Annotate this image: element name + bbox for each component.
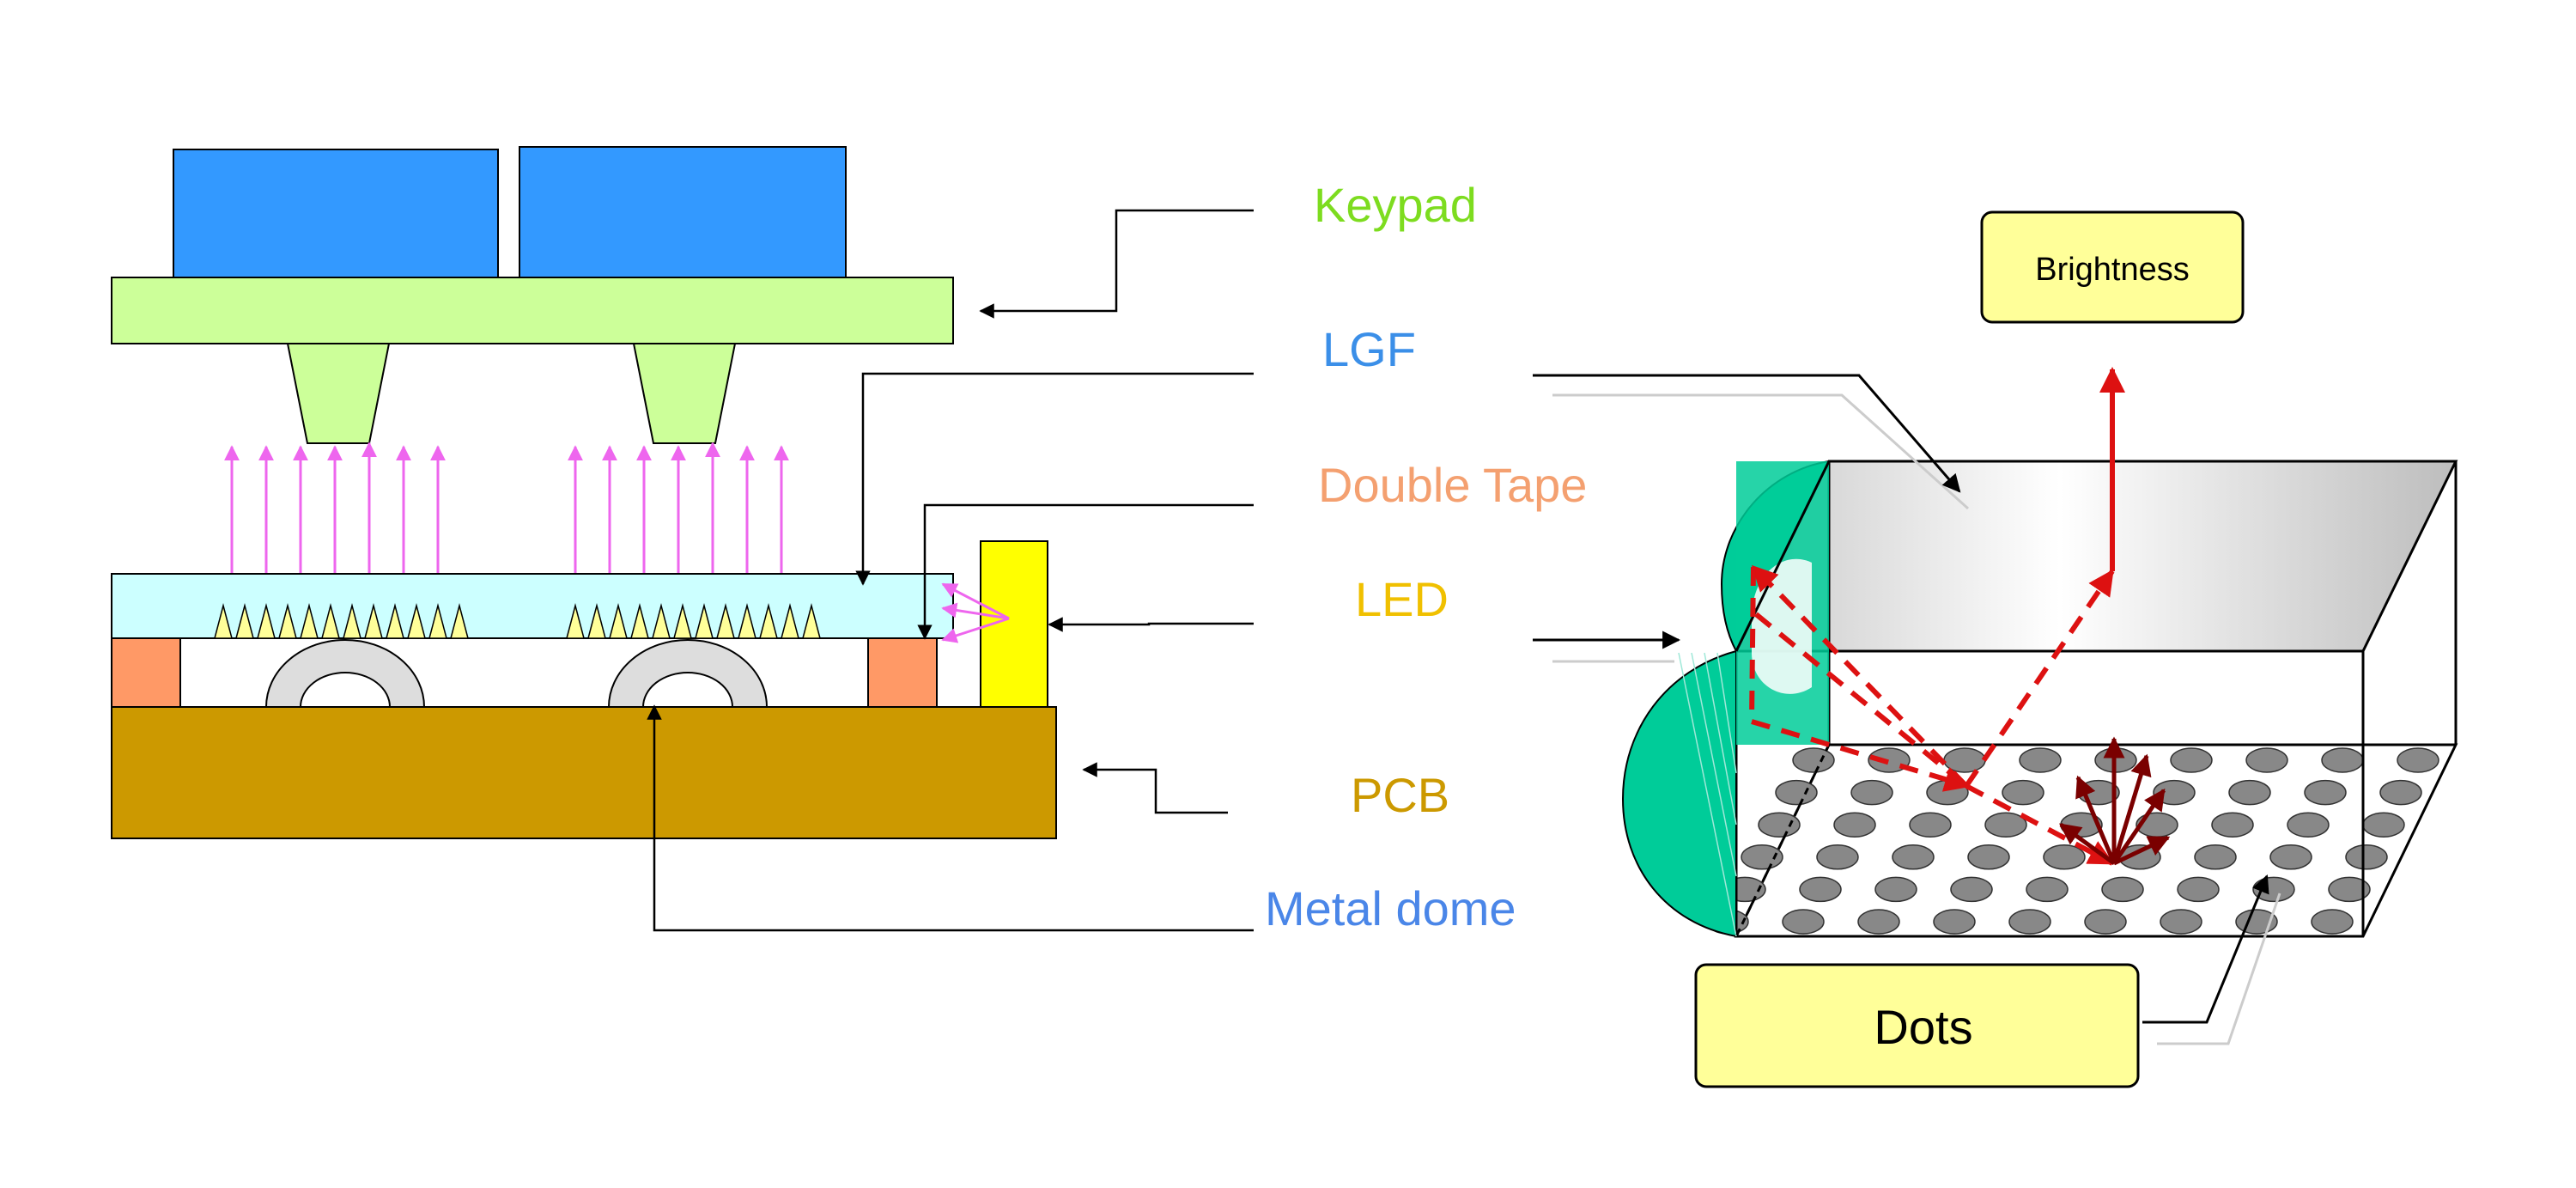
key-cap-left bbox=[173, 149, 499, 281]
dot bbox=[2194, 844, 2237, 870]
dot bbox=[2397, 747, 2439, 773]
lgf-triangles-left bbox=[214, 603, 469, 639]
dot bbox=[1850, 779, 1893, 806]
dot bbox=[2084, 909, 2127, 935]
dot bbox=[1758, 812, 1801, 838]
key-actuator-left bbox=[286, 343, 391, 444]
leader-lines bbox=[647, 209, 1254, 932]
dot bbox=[1816, 844, 1859, 870]
dot bbox=[2245, 747, 2288, 773]
dot bbox=[2304, 779, 2347, 806]
dot bbox=[1950, 876, 1993, 903]
light-paths bbox=[1749, 564, 2115, 866]
dot bbox=[2287, 812, 2330, 838]
label-led: LED bbox=[1355, 572, 1449, 626]
dot bbox=[2321, 747, 2364, 773]
dot bbox=[2345, 844, 2388, 870]
scatter-rays bbox=[2058, 736, 2171, 866]
label-metal-dome: Metal dome bbox=[1265, 881, 1516, 935]
dot bbox=[2008, 909, 2051, 935]
dot bbox=[2170, 747, 2213, 773]
dot bbox=[2311, 909, 2354, 935]
keypad-base bbox=[111, 277, 954, 344]
dot bbox=[1799, 876, 1842, 903]
dot bbox=[1868, 747, 1911, 773]
label-double-tape: Double Tape bbox=[1318, 458, 1587, 512]
double-tape-left bbox=[111, 637, 181, 708]
label-pcb: PCB bbox=[1351, 768, 1449, 822]
cross-section bbox=[111, 146, 1057, 839]
label-lgf: LGF bbox=[1322, 322, 1416, 376]
dot bbox=[1792, 747, 1835, 773]
dot bbox=[2362, 812, 2405, 838]
dot bbox=[2101, 876, 2144, 903]
dot bbox=[2228, 779, 2271, 806]
light-guide-dots bbox=[1706, 747, 2439, 935]
lgf-triangles-right bbox=[566, 603, 821, 639]
lgf-edge-highlight bbox=[1752, 558, 1812, 694]
dot bbox=[1933, 909, 1976, 935]
dot bbox=[2002, 779, 2044, 806]
label-keypad: Keypad bbox=[1314, 178, 1477, 232]
metal-dome-left bbox=[264, 639, 426, 708]
brightness-label: Brightness bbox=[2035, 252, 2190, 288]
dots-box bbox=[1694, 963, 2140, 1088]
dot bbox=[2211, 812, 2254, 838]
dot bbox=[2043, 844, 2086, 870]
metal-dome-right bbox=[607, 639, 769, 708]
key-cap-right bbox=[519, 146, 847, 281]
lgf-edge-cylinder bbox=[1621, 649, 1737, 938]
brightness-box bbox=[1980, 210, 2245, 324]
dot bbox=[1984, 812, 2027, 838]
dot bbox=[1967, 844, 2010, 870]
light-rays bbox=[224, 442, 789, 576]
dot bbox=[1741, 844, 1783, 870]
lgf-top-face bbox=[1734, 460, 2458, 653]
pcb-board bbox=[111, 706, 1057, 839]
dot bbox=[1892, 844, 1935, 870]
dot bbox=[2269, 844, 2312, 870]
dots-shadow-line bbox=[2157, 893, 2281, 1045]
lgf-shadow-line bbox=[1552, 393, 1970, 510]
dot bbox=[2177, 876, 2220, 903]
double-tape-right bbox=[867, 637, 938, 708]
dot bbox=[1874, 876, 1917, 903]
dots-label: Dots bbox=[1874, 1000, 1972, 1054]
lgf-film bbox=[111, 573, 954, 639]
dot bbox=[2160, 909, 2202, 935]
dot bbox=[1857, 909, 1900, 935]
lgf-pointer bbox=[1533, 374, 1961, 493]
dot bbox=[2328, 876, 2371, 903]
dot bbox=[2379, 779, 2422, 806]
dot bbox=[2019, 747, 2062, 773]
dot bbox=[1943, 747, 1986, 773]
dots-pointer bbox=[2142, 874, 2269, 1024]
dot bbox=[2026, 876, 2069, 903]
dot bbox=[1833, 812, 1876, 838]
dot bbox=[1775, 779, 1818, 806]
lgf-bottom-face bbox=[1734, 743, 2458, 938]
dot bbox=[1782, 909, 1825, 935]
led-emission-rays bbox=[941, 582, 1010, 643]
light-guide-3d: Brightness Dots bbox=[1533, 210, 2458, 1088]
key-actuator-right bbox=[632, 343, 737, 444]
dot bbox=[1909, 812, 1952, 838]
lgf-edge-hatching bbox=[1678, 652, 1737, 937]
